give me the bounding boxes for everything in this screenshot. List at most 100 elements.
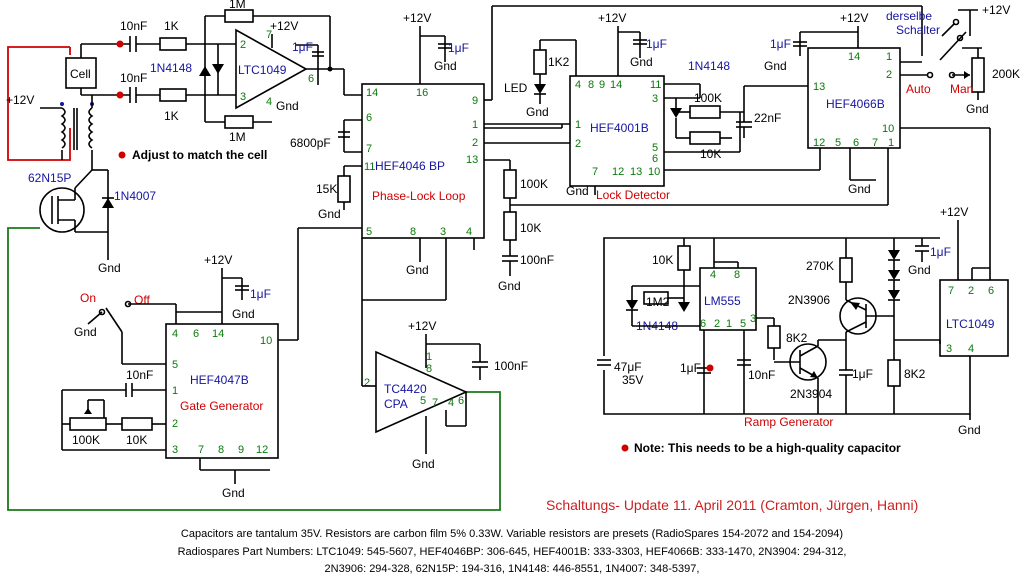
hef4046-chip xyxy=(361,83,485,239)
gnd-pot: Gnd xyxy=(966,102,989,116)
d1n4148-a: 1N4148 xyxy=(150,61,192,75)
svg-text:6: 6 xyxy=(652,153,658,165)
svg-text:6: 6 xyxy=(193,328,199,340)
r100k-b: 100K xyxy=(694,91,722,105)
switch-arm-main[interactable] xyxy=(939,31,967,61)
green-gate-wire xyxy=(7,227,501,511)
cell-label: Cell xyxy=(70,67,91,81)
svg-text:11: 11 xyxy=(650,79,661,91)
svg-text:3: 3 xyxy=(240,91,246,103)
svg-text:4: 4 xyxy=(448,397,454,409)
svg-text:2: 2 xyxy=(575,138,581,150)
ltc1049-a-opamp xyxy=(235,28,308,110)
footer-line-3: 2N3906: 294-328, 62N15P: 194-316, 1N4148… xyxy=(324,563,700,575)
svg-text:12: 12 xyxy=(256,444,268,456)
hef4001-chip xyxy=(569,75,665,187)
svg-text:3: 3 xyxy=(946,343,952,355)
gate-label: Gate Generator xyxy=(180,399,263,413)
svg-text:4: 4 xyxy=(266,96,272,108)
pot-100k[interactable] xyxy=(69,417,107,431)
tc4420-driver xyxy=(375,350,468,434)
tc4420-label: TC4420 xyxy=(384,382,427,396)
r10k: 10K xyxy=(520,221,541,235)
r1m2: 1M2 xyxy=(646,295,670,309)
svg-text:3: 3 xyxy=(172,444,178,456)
svg-text:2: 2 xyxy=(886,69,892,81)
on-label: On xyxy=(80,291,96,305)
pll-label: Phase-Lock Loop xyxy=(372,189,466,203)
svg-text:8: 8 xyxy=(218,444,224,456)
plus12-h: +12V xyxy=(940,205,968,219)
svg-text:13: 13 xyxy=(813,81,825,93)
r1k-a: 1K xyxy=(164,19,179,33)
gnd-4001b: Gnd xyxy=(630,55,653,69)
ltc1049-b-label: LTC1049 xyxy=(946,317,995,331)
gnd-ramp: Gnd xyxy=(958,423,981,437)
svg-text:16: 16 xyxy=(416,87,428,99)
gnd-mosfet: Gnd xyxy=(98,261,121,275)
svg-text:4: 4 xyxy=(575,79,581,91)
gnd-switch: Gnd xyxy=(74,325,97,339)
svg-text:1: 1 xyxy=(888,137,894,149)
c1uf-f: 1μF xyxy=(250,287,271,301)
svg-text:2: 2 xyxy=(172,418,178,430)
svg-text:12: 12 xyxy=(813,137,825,149)
pot-200k[interactable] xyxy=(971,57,985,93)
svg-text:1: 1 xyxy=(172,385,178,397)
plus12-left: +12V xyxy=(6,93,34,107)
svg-text:7: 7 xyxy=(266,29,272,41)
c10nf-b: 10nF xyxy=(120,71,147,85)
svg-text:6: 6 xyxy=(853,137,859,149)
svg-text:10: 10 xyxy=(882,123,894,135)
svg-text:6: 6 xyxy=(366,112,372,124)
cpa-label: CPA xyxy=(384,397,408,411)
svg-text:4: 4 xyxy=(466,226,472,238)
svg-text:6: 6 xyxy=(458,395,464,407)
gnd-ltc-b: Gnd xyxy=(908,263,931,277)
r100k-c: 100K xyxy=(72,433,100,447)
ltc1049-b-chip xyxy=(939,279,1009,357)
svg-text:5: 5 xyxy=(366,226,372,238)
svg-text:1: 1 xyxy=(726,318,732,330)
plus12-c: +12V xyxy=(598,11,626,25)
svg-text:11: 11 xyxy=(364,161,375,173)
hef4047-label: HEF4047B xyxy=(190,373,249,387)
hef4066-label: HEF4066B xyxy=(826,97,885,111)
gnd-4001: Gnd xyxy=(566,184,589,198)
derselbe-label: derselbe xyxy=(886,9,932,23)
off-label: Off xyxy=(134,293,150,307)
r8k2-a: 8K2 xyxy=(786,331,808,345)
c1uf-g: 1μF xyxy=(680,361,701,375)
svg-text:4: 4 xyxy=(172,328,178,340)
led-symbol xyxy=(534,84,546,94)
gnd-4046: Gnd xyxy=(434,59,457,73)
led-label: LED xyxy=(504,81,528,95)
svg-text:5: 5 xyxy=(835,137,841,149)
svg-text:1: 1 xyxy=(575,119,581,131)
v35: 35V xyxy=(622,373,643,387)
svg-text:5: 5 xyxy=(652,142,658,154)
gnd-led: Gnd xyxy=(526,105,549,119)
on-off-switch[interactable] xyxy=(105,307,123,333)
svg-text:5: 5 xyxy=(420,395,426,407)
lm555-label: LM555 xyxy=(704,294,741,308)
gnd-tc4420: Gnd xyxy=(412,457,435,471)
adjust-note: Adjust to match the cell xyxy=(132,148,267,162)
svg-text:1: 1 xyxy=(426,351,432,363)
svg-text:14: 14 xyxy=(848,51,860,63)
r15k: 15K xyxy=(316,182,337,196)
auto-label: Auto xyxy=(906,82,931,96)
c100nf: 100nF xyxy=(520,253,554,267)
svg-text:2: 2 xyxy=(240,39,246,51)
mosfet-symbol xyxy=(39,187,85,233)
gnd-rc: Gnd xyxy=(498,279,521,293)
ltc1049-a-label: LTC1049 xyxy=(238,63,287,77)
hef4066-chip xyxy=(807,47,901,149)
svg-text:3: 3 xyxy=(440,226,446,238)
r10k-c: 10K xyxy=(126,433,147,447)
svg-text:9: 9 xyxy=(472,95,478,107)
svg-text:3: 3 xyxy=(750,313,756,325)
svg-text:2: 2 xyxy=(472,137,478,149)
c6800pf: 6800pF xyxy=(290,136,331,150)
